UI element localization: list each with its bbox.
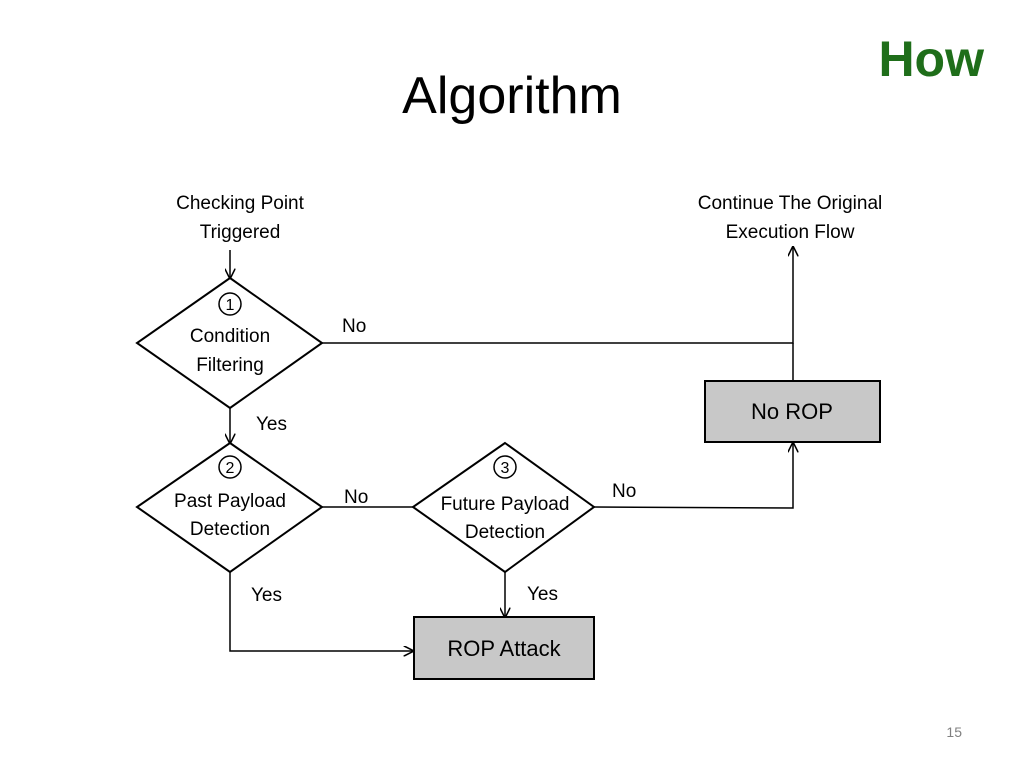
step-2-badge bbox=[218, 455, 242, 479]
step-3-badge bbox=[493, 455, 517, 479]
start-label-line1: Checking Point bbox=[176, 193, 305, 214]
no-rop-label: No ROP bbox=[751, 399, 833, 424]
rop-attack-box bbox=[413, 616, 595, 680]
decision-future-payload-detection: 3 Future Payload Detection bbox=[411, 441, 596, 574]
edge-label-d3-yes: Yes bbox=[527, 584, 558, 605]
decision-3-label-line2: Detection bbox=[465, 522, 545, 543]
step-2-number: 2 bbox=[226, 460, 235, 477]
edge-d1-no-to-end bbox=[322, 247, 793, 344]
decision-past-payload-detection: 2 Past Payload Detection bbox=[135, 441, 324, 574]
section-tag: How bbox=[878, 31, 984, 87]
step-3-number: 3 bbox=[501, 460, 510, 477]
decision-3-label-line1: Future Payload bbox=[441, 494, 570, 515]
decision-3-shape bbox=[411, 441, 596, 574]
rop-attack-label: ROP Attack bbox=[447, 636, 561, 661]
start-label-line2: Triggered bbox=[200, 222, 281, 243]
edge-label-d1-no: No bbox=[342, 316, 366, 337]
decision-1-shape bbox=[135, 276, 324, 410]
no-rop-box bbox=[704, 380, 881, 443]
step-1-number: 1 bbox=[226, 297, 235, 314]
end-label-line1: Continue The Original bbox=[698, 193, 882, 214]
edge-d2-yes-to-attack bbox=[229, 572, 413, 651]
edge-label-d3-no: No bbox=[612, 481, 636, 502]
slide-title: Algorithm bbox=[402, 67, 622, 125]
decision-2-label-line2: Detection bbox=[190, 519, 270, 540]
page-number: 15 bbox=[946, 724, 962, 740]
process-rop-attack: ROP Attack bbox=[413, 616, 595, 680]
decision-2-shape bbox=[135, 441, 324, 574]
decision-2-label-line1: Past Payload bbox=[174, 491, 286, 512]
end-label-line2: Execution Flow bbox=[726, 222, 855, 243]
edge-d3-no-to-norop bbox=[593, 443, 793, 509]
edge-label-d1-yes: Yes bbox=[256, 414, 287, 435]
edge-label-d2-yes: Yes bbox=[251, 585, 282, 606]
edge-label-d2-no: No bbox=[344, 487, 368, 508]
decision-1-label-line2: Filtering bbox=[196, 355, 264, 376]
process-no-rop: No ROP bbox=[704, 380, 881, 443]
step-1-badge bbox=[218, 292, 242, 316]
decision-1-label-line1: Condition bbox=[190, 326, 270, 347]
decision-condition-filtering: 1 Condition Filtering bbox=[135, 276, 324, 410]
